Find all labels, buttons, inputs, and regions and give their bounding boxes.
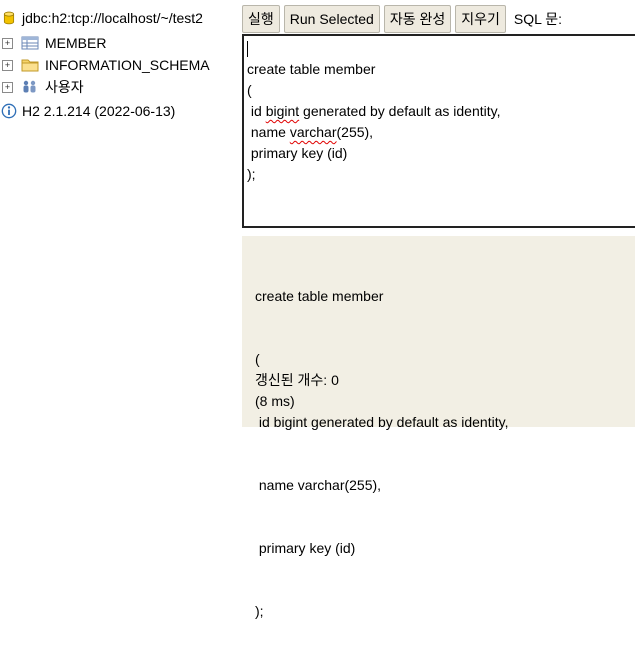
query-toolbar: 실행 Run Selected 자동 완성 지우기 SQL 문: (242, 4, 562, 34)
tree-connection[interactable]: jdbc:h2:tcp://localhost/~/test2 (0, 7, 203, 29)
result-sql-line: id bigint generated by default as identi… (255, 414, 509, 430)
run-button[interactable]: 실행 (242, 5, 280, 33)
tree-item-users[interactable]: + 사용자 (0, 76, 84, 98)
tree-item-label: 사용자 (45, 79, 84, 95)
expand-icon[interactable]: + (2, 37, 13, 49)
database-icon (3, 11, 15, 25)
tree-item-label: MEMBER (45, 35, 107, 51)
info-icon (1, 103, 17, 119)
execution-time: (8 ms) (255, 393, 295, 409)
autocomplete-button[interactable]: 자동 완성 (383, 5, 452, 33)
table-icon (21, 36, 39, 50)
spelling-underline: bigint (265, 103, 300, 119)
result-sql-line: create table member (255, 288, 384, 304)
users-icon (23, 80, 36, 93)
editor-line: name varchar(255), (247, 124, 374, 140)
update-count: 갱신된 개수: 0 (255, 372, 339, 388)
editor-line (247, 38, 632, 59)
run-selected-button[interactable]: Run Selected (283, 5, 380, 33)
result-sql-line: ); (255, 603, 264, 619)
spelling-underline: varchar (289, 124, 337, 140)
version-label: H2 2.1.214 (2022-06-13) (22, 103, 176, 119)
editor-line: ); (247, 166, 256, 182)
tree-item-member[interactable]: + MEMBER (0, 32, 106, 54)
editor-line: primary key (id) (247, 145, 348, 161)
result-sql: create table member ( id bigint generate… (255, 244, 508, 664)
editor-line: id bigint generated by default as identi… (247, 103, 501, 119)
sql-statement-label: SQL 문: (513, 11, 563, 27)
clear-button[interactable]: 지우기 (455, 5, 506, 33)
tree-item-information-schema[interactable]: + INFORMATION_SCHEMA (0, 54, 210, 76)
schema-tree: jdbc:h2:tcp://localhost/~/test2 + MEMBER… (0, 0, 240, 427)
result-sql-line: primary key (id) (255, 540, 356, 556)
tree-item-label: INFORMATION_SCHEMA (45, 57, 210, 73)
result-sql-line: ( (255, 351, 260, 367)
editor-line: create table member (247, 61, 376, 77)
expand-icon[interactable]: + (2, 59, 13, 71)
sql-editor[interactable]: create table member ( id bigint generated… (242, 34, 635, 228)
folder-icon (21, 59, 39, 72)
connection-url: jdbc:h2:tcp://localhost/~/test2 (22, 10, 203, 26)
text-caret (247, 41, 248, 58)
expand-icon[interactable]: + (2, 81, 13, 93)
tree-version: H2 2.1.214 (2022-06-13) (0, 100, 175, 122)
editor-line: ( (247, 82, 252, 98)
result-sql-line: name varchar(255), (255, 477, 382, 493)
result-panel: create table member ( id bigint generate… (242, 236, 635, 619)
